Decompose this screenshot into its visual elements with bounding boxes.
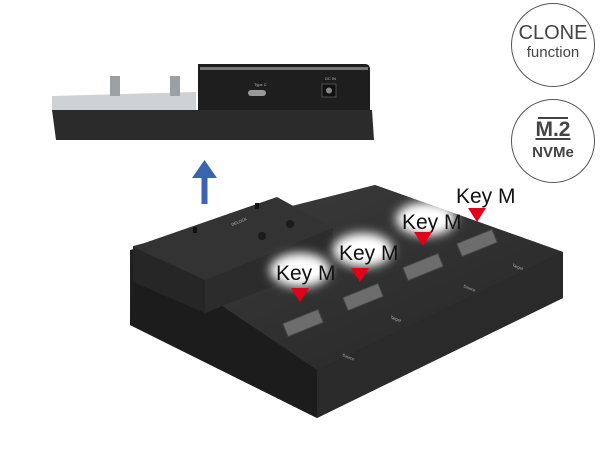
standoff [170, 76, 180, 96]
svg-text:Key M: Key M [402, 211, 462, 234]
slot-label: Source [463, 283, 477, 293]
type-c-label: Type C [254, 82, 267, 87]
m2-slot [282, 308, 324, 338]
pointer-triangle-icon [468, 208, 486, 222]
top-device-side-view: Type C DC IN [52, 64, 374, 140]
callout-key-m: Key M [333, 233, 399, 282]
m2-nvme-badge: M.2 NVMe [511, 99, 595, 183]
callout-key-m: Key M [456, 185, 516, 222]
switch-icon [193, 227, 197, 233]
m2-slot [402, 252, 444, 282]
svg-text:Key M: Key M [339, 242, 399, 265]
dc-in-label: DC IN [325, 76, 336, 81]
clone-function-badge: CLONE function [511, 3, 595, 87]
cloning-station: DELOCK Source Target Source Target [130, 185, 563, 418]
pointer-triangle-icon [291, 288, 309, 302]
badge-line1: CLONE [518, 22, 588, 44]
switch-icon [255, 203, 259, 209]
device-base [52, 110, 374, 140]
badge-line2: NVMe [532, 144, 574, 161]
usb-c-port-icon [248, 90, 266, 96]
slot-label: Source [342, 352, 356, 362]
svg-text:Key M: Key M [456, 185, 516, 208]
callout-key-m: Key M [396, 202, 462, 246]
arrow-up-icon [192, 160, 217, 204]
slot-label: Target [512, 262, 525, 271]
standoff [110, 76, 120, 96]
pointer-triangle-icon [414, 232, 432, 246]
slot-label: Target [390, 314, 403, 323]
svg-text:Key M: Key M [276, 262, 336, 285]
badge-line2: function [526, 44, 580, 61]
pointer-triangle-icon [351, 268, 369, 282]
button-icon [286, 220, 294, 228]
callout-key-m: Key M [270, 253, 336, 302]
badge-line1: M.2 [535, 118, 571, 141]
m2-slot [342, 282, 384, 312]
button-icon [258, 232, 266, 240]
port-housing [198, 64, 370, 110]
brand-logo: DELOCK [231, 216, 248, 227]
m2-slot [456, 228, 498, 258]
